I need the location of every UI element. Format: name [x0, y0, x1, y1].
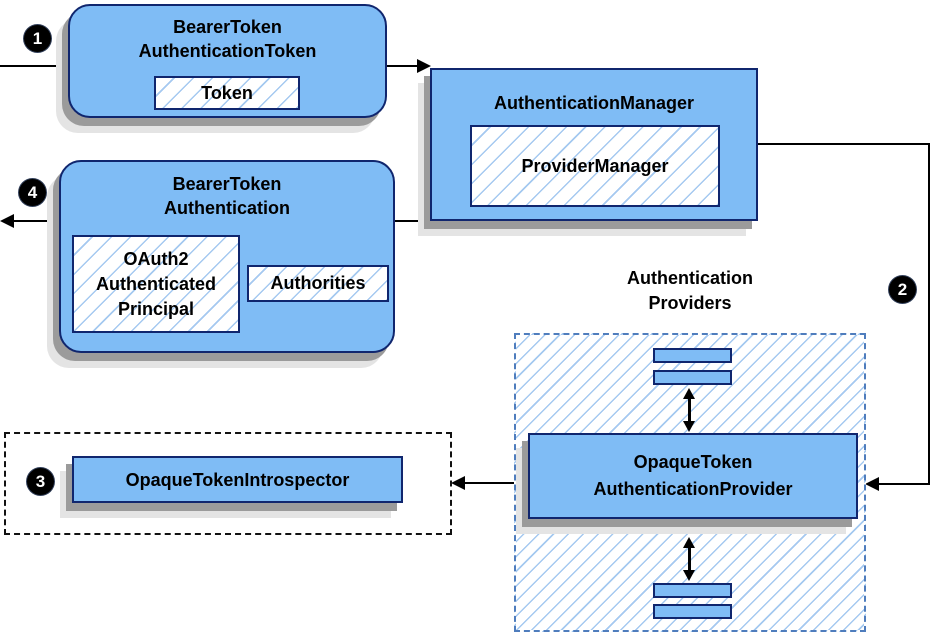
node-authentication-manager: AuthenticationManager ProviderManager	[430, 68, 758, 221]
step-3-number: 3	[35, 471, 46, 491]
title-line-1: BearerToken	[172, 174, 282, 194]
arrowhead-into-provider-icon	[865, 477, 879, 491]
token-label: Token	[201, 82, 253, 103]
node-bearer-token-authentication-token: BearerToken AuthenticationToken Token	[68, 4, 387, 118]
incoming-request-line	[0, 65, 66, 67]
title-line-2: AuthenticationProvider	[593, 479, 793, 499]
provider-stack-bar	[653, 370, 732, 385]
token-to-manager-line	[387, 65, 419, 67]
double-arrow-down-icon	[683, 570, 695, 581]
authorities-inner-box: Authorities	[247, 265, 389, 302]
double-arrow-shaft	[688, 397, 691, 423]
principal-line-3: Principal	[117, 298, 195, 319]
provider-manager-inner-box: ProviderManager	[470, 125, 720, 207]
oauth2-authenticated-principal-inner-box: OAuth2 Authenticated Principal	[72, 235, 240, 333]
step-2-number: 2	[897, 279, 908, 299]
node-bearer-token-authentication: BearerToken Authentication OAuth2 Authen…	[59, 160, 395, 353]
authentication-providers-label: Authentication Providers	[555, 266, 825, 316]
step-3-badge: 3	[27, 468, 54, 495]
step-2-badge: 2	[889, 276, 916, 303]
arrowhead-outgoing-left-icon	[0, 214, 14, 228]
provider-stack-bar	[653, 583, 732, 598]
authorities-label: Authorities	[270, 273, 366, 293]
double-arrow-up-icon	[683, 388, 695, 399]
title-line-2: AuthenticationToken	[138, 41, 317, 61]
double-arrow-up-icon	[683, 537, 695, 548]
node-title: BearerToken Authentication	[61, 172, 393, 220]
title-line-2: Authentication	[164, 198, 290, 218]
arrowhead-into-introspector-icon	[451, 476, 465, 490]
double-arrow-down-icon	[683, 421, 695, 432]
arrowhead-into-authentication-manager-icon	[417, 59, 431, 73]
provider-stack-bar	[653, 348, 732, 363]
node-title: BearerToken AuthenticationToken	[70, 15, 385, 63]
principal-line-2: Authenticated	[95, 273, 216, 294]
token-inner-box: Token	[154, 76, 300, 110]
provider-to-introspector-line	[465, 482, 528, 484]
authentication-manager-title: AuthenticationManager	[493, 93, 694, 113]
step-4-number: 4	[27, 182, 38, 202]
principal-line-1: OAuth2	[123, 248, 189, 269]
manager-to-provider-line-bottom	[879, 483, 930, 485]
step-1-badge: 1	[24, 25, 51, 52]
step-1-number: 1	[32, 28, 43, 48]
step-4-badge: 4	[19, 179, 46, 206]
manager-to-provider-line-top	[757, 143, 930, 145]
title-line-1: OpaqueToken	[633, 452, 753, 472]
double-arrow-shaft	[688, 546, 691, 572]
group-label-line-2: Providers	[648, 293, 732, 313]
manager-to-provider-line-vertical	[928, 143, 930, 485]
node-title: OpaqueToken AuthenticationProvider	[593, 449, 792, 503]
opaque-token-introspector-label: OpaqueTokenIntrospector	[125, 469, 350, 490]
group-label-line-1: Authentication	[627, 268, 753, 288]
title-line-1: BearerToken	[173, 17, 282, 37]
node-opaque-token-authentication-provider: OpaqueToken AuthenticationProvider	[528, 433, 858, 519]
provider-manager-label: ProviderManager	[521, 155, 669, 176]
node-opaque-token-introspector: OpaqueTokenIntrospector	[72, 456, 403, 503]
provider-stack-bar	[653, 604, 732, 619]
introspector-dashed-container	[4, 432, 452, 535]
